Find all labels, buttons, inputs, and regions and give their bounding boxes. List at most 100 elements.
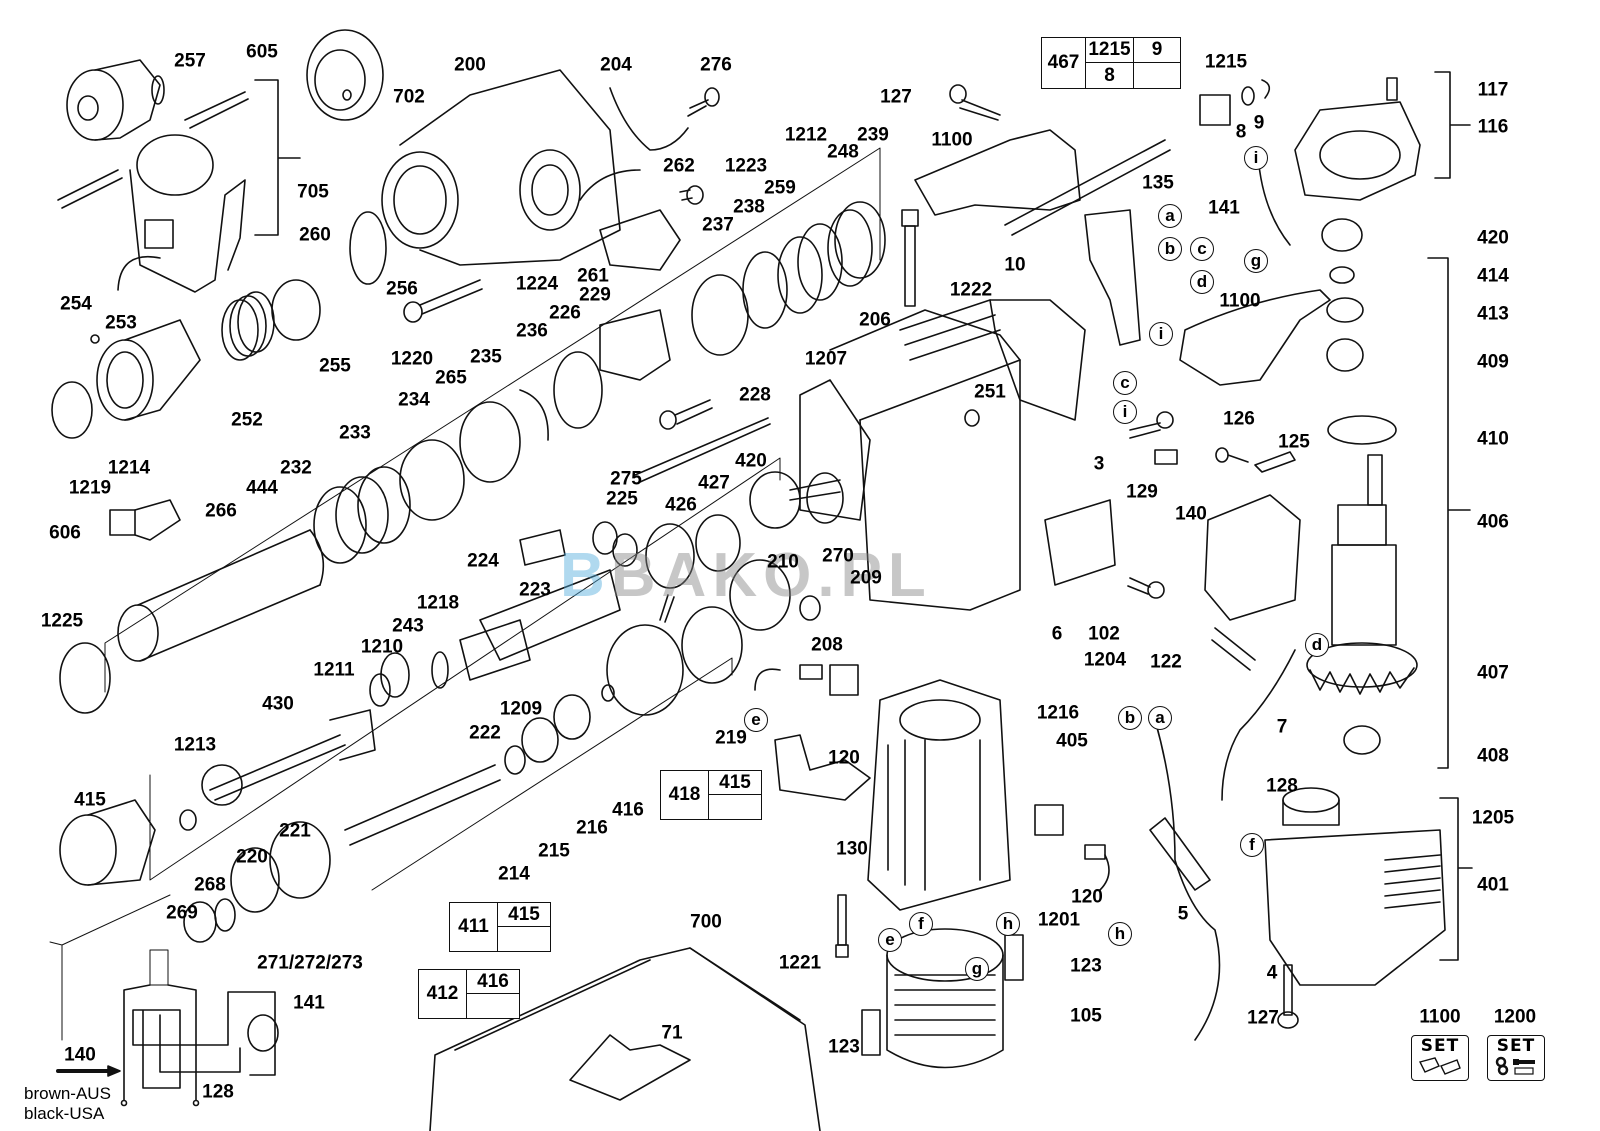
part-label: 1223 <box>724 155 768 177</box>
part-label: 129 <box>1126 481 1158 503</box>
screw-part-275 <box>659 399 713 430</box>
pin-part-228 <box>634 417 771 483</box>
part-label: 426 <box>665 494 697 516</box>
part-label: 126 <box>1223 408 1255 430</box>
part-label: 141 <box>1208 197 1240 219</box>
part-label: 1201 <box>1037 909 1081 931</box>
part-label: 140 <box>1175 503 1207 525</box>
bearing-part-408 <box>1343 725 1381 755</box>
insulator-part-123 <box>1004 934 1024 981</box>
part-label: 8 <box>1235 121 1247 143</box>
reference-table-467: 467 1215 9 8 <box>1041 37 1181 89</box>
table-cell: 1215 <box>1086 38 1134 63</box>
clutch-part-210 <box>729 559 791 631</box>
carbon-brush <box>799 664 823 680</box>
part-label: 1214 <box>107 457 151 479</box>
motor-housing-part-206 <box>829 299 1021 611</box>
part-label: 416 <box>612 799 644 821</box>
washer-part-208 <box>799 595 821 621</box>
part-label: 10 <box>1004 254 1026 276</box>
part-label: 5 <box>1177 903 1189 925</box>
part-label: 105 <box>1070 1005 1102 1027</box>
part-label: 1213 <box>173 734 217 756</box>
part-label: 128 <box>1266 775 1298 797</box>
part-label: 1210 <box>360 636 404 658</box>
part-label: 233 <box>339 422 371 444</box>
part-label: 1100 <box>1419 1006 1461 1028</box>
ring-part-426 <box>645 523 695 589</box>
part-label: 204 <box>600 54 632 76</box>
part-label: 226 <box>549 302 581 324</box>
part-label: 130 <box>836 838 868 860</box>
part-label: 125 <box>1278 431 1310 453</box>
gear-part-220 <box>230 847 280 913</box>
part-label: 253 <box>105 312 137 334</box>
part-label: 210 <box>767 551 799 573</box>
part-label: 252 <box>231 409 263 431</box>
auxiliary-handle-part-705 <box>117 134 246 293</box>
bolt-part-1222 <box>901 209 919 307</box>
ring-part-259 <box>777 236 823 314</box>
wobble-bearing-part-418 <box>606 624 684 716</box>
bracket-part-130 <box>774 734 871 801</box>
part-label: 127 <box>1247 1007 1279 1029</box>
clutch-plate-part-226 <box>553 351 603 429</box>
gear-segment-part-204 <box>609 87 689 151</box>
bracket-116 <box>1434 71 1471 179</box>
table-cell: 9 <box>1134 38 1180 63</box>
part-label: 127 <box>880 86 912 108</box>
part-label: 225 <box>606 488 638 510</box>
field-housing-part-405 <box>867 679 1011 911</box>
connector-marker: f <box>909 912 933 936</box>
impact-bolt-part-222 <box>459 619 531 681</box>
guide-line-415 <box>49 894 171 1041</box>
part-label: 265 <box>435 367 467 389</box>
part-label: 1200 <box>1493 1006 1537 1028</box>
part-label: 1209 <box>499 698 543 720</box>
part-label: 123 <box>828 1036 860 1058</box>
carrying-case-part-700 <box>429 947 821 1131</box>
part-label: 255 <box>319 355 351 377</box>
part-label: 228 <box>739 384 771 406</box>
ring-part-1218 <box>431 651 449 689</box>
part-label: 4 <box>1266 962 1278 984</box>
part-label: 415 <box>74 789 106 811</box>
part-label: 259 <box>764 177 796 199</box>
part-label: 700 <box>690 911 722 933</box>
watermark: BBAKO.PL <box>560 541 932 610</box>
ring-part-416 <box>601 684 615 702</box>
tool-holder-part-253 <box>96 319 201 421</box>
adapter-part-606 <box>109 499 181 541</box>
carbon-brush-b <box>1084 844 1106 860</box>
part-label: 200 <box>454 54 486 76</box>
connector-marker: a <box>1158 204 1182 228</box>
reference-table-412: 412 416 <box>418 969 520 1019</box>
part-label: 266 <box>205 500 237 522</box>
part-label: 414 <box>1477 265 1509 287</box>
screw-part-1221 <box>835 894 849 958</box>
part-label: 243 <box>392 615 424 637</box>
armature-part-406 <box>1306 454 1418 695</box>
chuck-part-257 <box>66 59 165 141</box>
part-label: 1205 <box>1471 807 1515 829</box>
screw-part-127-bottom <box>1277 964 1299 1029</box>
part-label: 223 <box>519 579 551 601</box>
rings-part-233 <box>313 466 411 564</box>
part-label: 140 <box>64 1044 96 1066</box>
ring-part-270 <box>806 472 844 524</box>
circlip-part-9 <box>1261 79 1271 99</box>
cable-protector-part-5 <box>1149 817 1211 891</box>
connector-marker: h <box>1108 922 1132 946</box>
part-label: 268 <box>194 874 226 896</box>
connector-marker: i <box>1113 400 1137 424</box>
connector-marker: c <box>1190 237 1214 261</box>
bracket-705 <box>254 79 301 236</box>
piston-part-223 <box>479 569 621 661</box>
part-label: 702 <box>393 86 425 108</box>
part-label: 239 <box>857 124 889 146</box>
bush-part-414 <box>1329 266 1355 284</box>
part-label: 270 <box>822 545 854 567</box>
bush-part-251 <box>964 409 980 427</box>
part-label: 1222 <box>949 279 993 301</box>
